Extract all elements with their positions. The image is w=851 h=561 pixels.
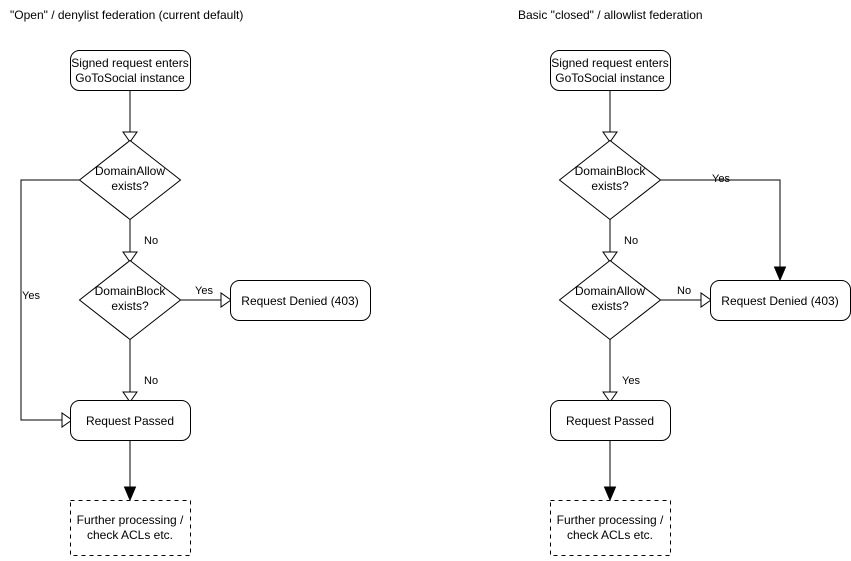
edge-decision1-yes-right [660,179,781,277]
edge-label-decision2-no-left: No [144,375,158,387]
edge-label-decision2-yes-left: Yes [195,285,213,297]
node-request-denied-left [230,280,371,321]
edge-decision1-yes-left [20,179,80,421]
edge-label-decision1-no-left: No [144,235,158,247]
edge-label-decision1-yes-left: Yes [22,290,40,302]
edge-label-decision2-yes-right: Yes [622,375,640,387]
node-further-processing-right-line1: Further processing / [557,513,664,527]
node-further-processing-left [70,500,191,556]
arrowhead-passed-to-further-left [123,486,137,502]
node-decision1-right-line1: DomainBlock [575,164,647,178]
node-further-processing-right-line2: check ACLs etc. [567,528,653,542]
arrowhead-decision1-no-right [602,251,618,263]
node-entry-right-line1: Signed request enters [551,56,668,70]
node-decision1-left-line2: exists? [111,179,149,193]
arrowhead-decision2-yes-right [602,391,618,403]
node-entry-right-line2: GoToSocial instance [555,71,665,85]
arrowhead-decision2-no-right [700,292,712,308]
node-request-denied-left-label: Request Denied (403) [241,294,358,308]
node-decision2-right-line1: DomainAllow [575,284,645,298]
column-title-closed-allowlist: Basic "closed" / allowlist federation [518,8,703,22]
edge-label-decision1-no-right: No [624,235,638,247]
node-decision2-right-line2: exists? [591,299,629,313]
column-closed-allowlist: Basic "closed" / allowlist federation Si… [518,8,851,556]
column-open-denylist: "Open" / denylist federation (current de… [10,8,371,556]
arrowhead-decision2-yes-left [220,292,232,308]
node-request-denied-right-label: Request Denied (403) [721,294,838,308]
edge-label-decision1-yes-right: Yes [712,173,730,185]
edge-label-decision2-no-right: No [677,285,691,297]
arrowhead-decision1-no-left [122,251,138,263]
arrowhead-decision1-yes-left [61,412,73,428]
arrowhead-passed-to-further-right [603,486,617,502]
node-request-passed-left-label: Request Passed [86,414,174,428]
node-further-processing-left-line2: check ACLs etc. [87,528,173,542]
arrowhead-entry-to-decision1-right [602,131,618,143]
node-request-passed-right-label: Request Passed [566,414,654,428]
node-decision2-left-line1: DomainBlock [95,284,167,298]
node-further-processing-left-line1: Further processing / [77,513,184,527]
node-decision2-left-line2: exists? [111,299,149,313]
node-further-processing-right [550,500,671,556]
arrowhead-decision2-no-left [122,391,138,403]
node-entry-left-line2: GoToSocial instance [75,71,185,85]
arrowhead-entry-to-decision1-left [122,131,138,143]
node-entry-left-line1: Signed request enters [71,56,188,70]
arrowhead-decision1-yes-right [773,266,787,282]
node-decision1-right-line2: exists? [591,179,629,193]
column-title-open-denylist: "Open" / denylist federation (current de… [10,8,243,22]
node-decision1-left-line1: DomainAllow [95,164,165,178]
